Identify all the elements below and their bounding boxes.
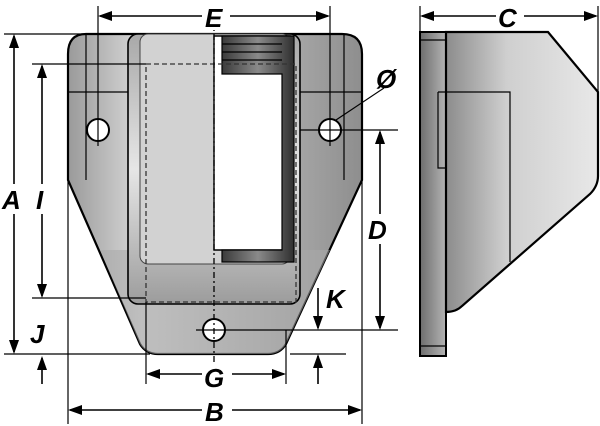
arrowhead — [420, 11, 434, 21]
arrowhead — [98, 11, 112, 21]
front-view — [66, 6, 398, 372]
arrowhead — [316, 11, 330, 21]
arrowhead — [584, 11, 598, 21]
arrowhead — [9, 34, 19, 48]
arrowhead — [37, 64, 47, 78]
arrowhead — [146, 369, 160, 379]
hole-diameter-leader — [335, 87, 385, 121]
arrowhead — [68, 405, 82, 415]
label-K: K — [326, 284, 347, 314]
label-B: B — [205, 397, 224, 426]
arrowhead — [375, 316, 385, 330]
label-D: D — [368, 215, 387, 245]
arrowhead — [9, 340, 19, 354]
dimension-labels: E C A I J D K G B Ø — [0, 2, 524, 426]
latch-bolt — [221, 35, 295, 263]
label-A: A — [1, 185, 21, 215]
side-back-plate — [419, 31, 447, 357]
label-G: G — [204, 363, 224, 393]
arrowhead — [313, 316, 323, 330]
arrowhead — [37, 356, 47, 370]
arrowhead — [313, 354, 323, 368]
label-I: I — [36, 185, 44, 215]
side-body-profile — [444, 30, 600, 314]
label-hole-diameter: Ø — [376, 64, 398, 94]
label-backdrop — [0, 184, 30, 214]
label-backdrop — [366, 214, 396, 244]
side-step-inner — [437, 92, 446, 169]
label-E: E — [205, 3, 223, 33]
label-backdrop — [202, 397, 232, 425]
arrowhead — [348, 405, 362, 415]
side-step-detail — [438, 91, 511, 262]
arrowhead — [37, 284, 47, 298]
label-C: C — [498, 3, 518, 33]
side-view — [419, 30, 600, 357]
label-backdrop — [496, 2, 524, 30]
label-backdrop — [34, 184, 54, 214]
label-backdrop — [202, 2, 230, 30]
arrowhead — [375, 130, 385, 144]
label-J: J — [30, 319, 45, 349]
label-backdrop — [202, 362, 232, 392]
arrowhead — [272, 369, 286, 379]
hidden-outline-latch — [145, 63, 297, 303]
